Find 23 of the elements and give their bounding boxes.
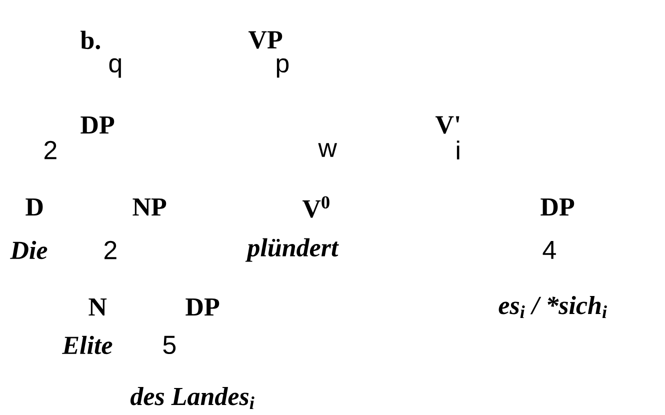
category-label: V$^{0}$ [302, 196, 330, 218]
category-label: DP [80, 116, 114, 134]
tree-glyph: 4 [542, 241, 556, 259]
category-label: b. [80, 30, 100, 50]
tree-glyph: 2 [104, 240, 116, 260]
word-label: es$_{i}$ / *sich$_{i}$ [498, 296, 607, 318]
category-label: V' [436, 116, 460, 134]
tree-glyph: p [276, 58, 289, 78]
tree-glyph: i [456, 140, 460, 160]
word-label: Die [10, 240, 48, 260]
category-label: DP [186, 298, 220, 316]
category-label: D [26, 198, 43, 216]
word-label: plündert [245, 238, 339, 262]
category-label: N [88, 298, 107, 316]
tree-glyph: 2 [44, 140, 56, 160]
word-label: des Landes$_{i}$ [130, 386, 254, 410]
tree-glyph: 5 [163, 336, 176, 354]
word-label: Elite [62, 336, 112, 354]
category-label: VP [248, 31, 282, 49]
category-label: NP [132, 198, 166, 216]
category-label: DP [540, 198, 574, 216]
tree-glyph: w [318, 143, 338, 157]
tree-glyph: q [109, 58, 121, 78]
